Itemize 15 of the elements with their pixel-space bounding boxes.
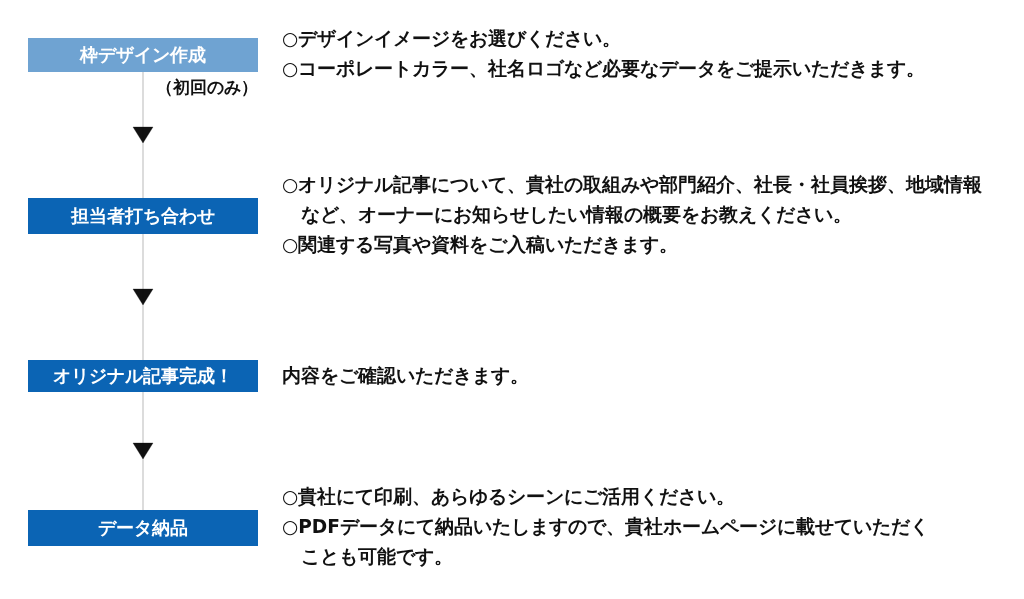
description-text: 内容をご確認いただきます。 (282, 364, 530, 388)
step-box: 担当者打ち合わせ (28, 198, 258, 234)
description-text: ○コーポレートカラー、社名ロゴなど必要なデータをご提示いただきます。 (282, 57, 927, 81)
note-text: （初回のみ） (156, 76, 258, 99)
description-text: ○PDFデータにて納品いたしますので、貴社ホームページに載せていただくことも可能です。 (282, 515, 930, 569)
description-text: ○オリジナル記事について、貴社の取組みや部門紹介、社長・社員挨拶、地域情報など、オーナーにお知らせしたい情報の概要をお教えください。 (282, 173, 984, 227)
down-arrow (132, 71, 154, 199)
step-box: データ納品 (28, 510, 258, 546)
description-text: ○貴社にて印刷、あらゆるシーンにご活用ください。 (282, 485, 737, 509)
step-box: オリジナル記事完成！ (28, 360, 258, 392)
step-box: 枠デザイン作成 (28, 38, 258, 72)
description-text: ○デザインイメージをお選びください。 (282, 27, 623, 51)
down-arrow (132, 233, 154, 361)
description-text: ○関連する写真や資料をご入稿いただきます。 (282, 233, 680, 257)
down-arrow (132, 391, 154, 511)
